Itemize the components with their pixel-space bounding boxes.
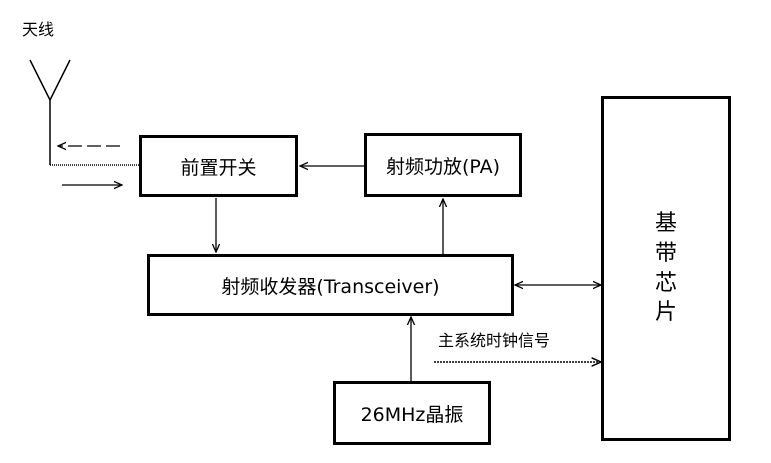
baseband-char: 带 <box>654 240 677 266</box>
front-switch-label: 前置开关 <box>180 156 257 179</box>
baseband-char: 片 <box>654 300 677 326</box>
transceiver-block: 射频收发器(Transceiver) <box>147 254 514 316</box>
baseband-char: 基 <box>654 211 677 237</box>
crystal-block: 26MHz晶振 <box>333 381 491 445</box>
main-clock-label: 主系统时钟信号 <box>438 331 551 350</box>
rf-pa-label: 射频功放(PA) <box>385 155 501 178</box>
baseband-chip-block: 基 带 芯 片 <box>601 96 731 441</box>
baseband-char: 芯 <box>654 270 677 296</box>
rf-pa-block: 射频功放(PA) <box>364 133 522 197</box>
crystal-label: 26MHz晶振 <box>360 403 464 426</box>
front-switch-block: 前置开关 <box>139 135 298 197</box>
transceiver-label: 射频收发器(Transceiver) <box>221 275 440 298</box>
antenna-icon <box>29 59 139 166</box>
antenna-label: 天线 <box>22 20 55 39</box>
